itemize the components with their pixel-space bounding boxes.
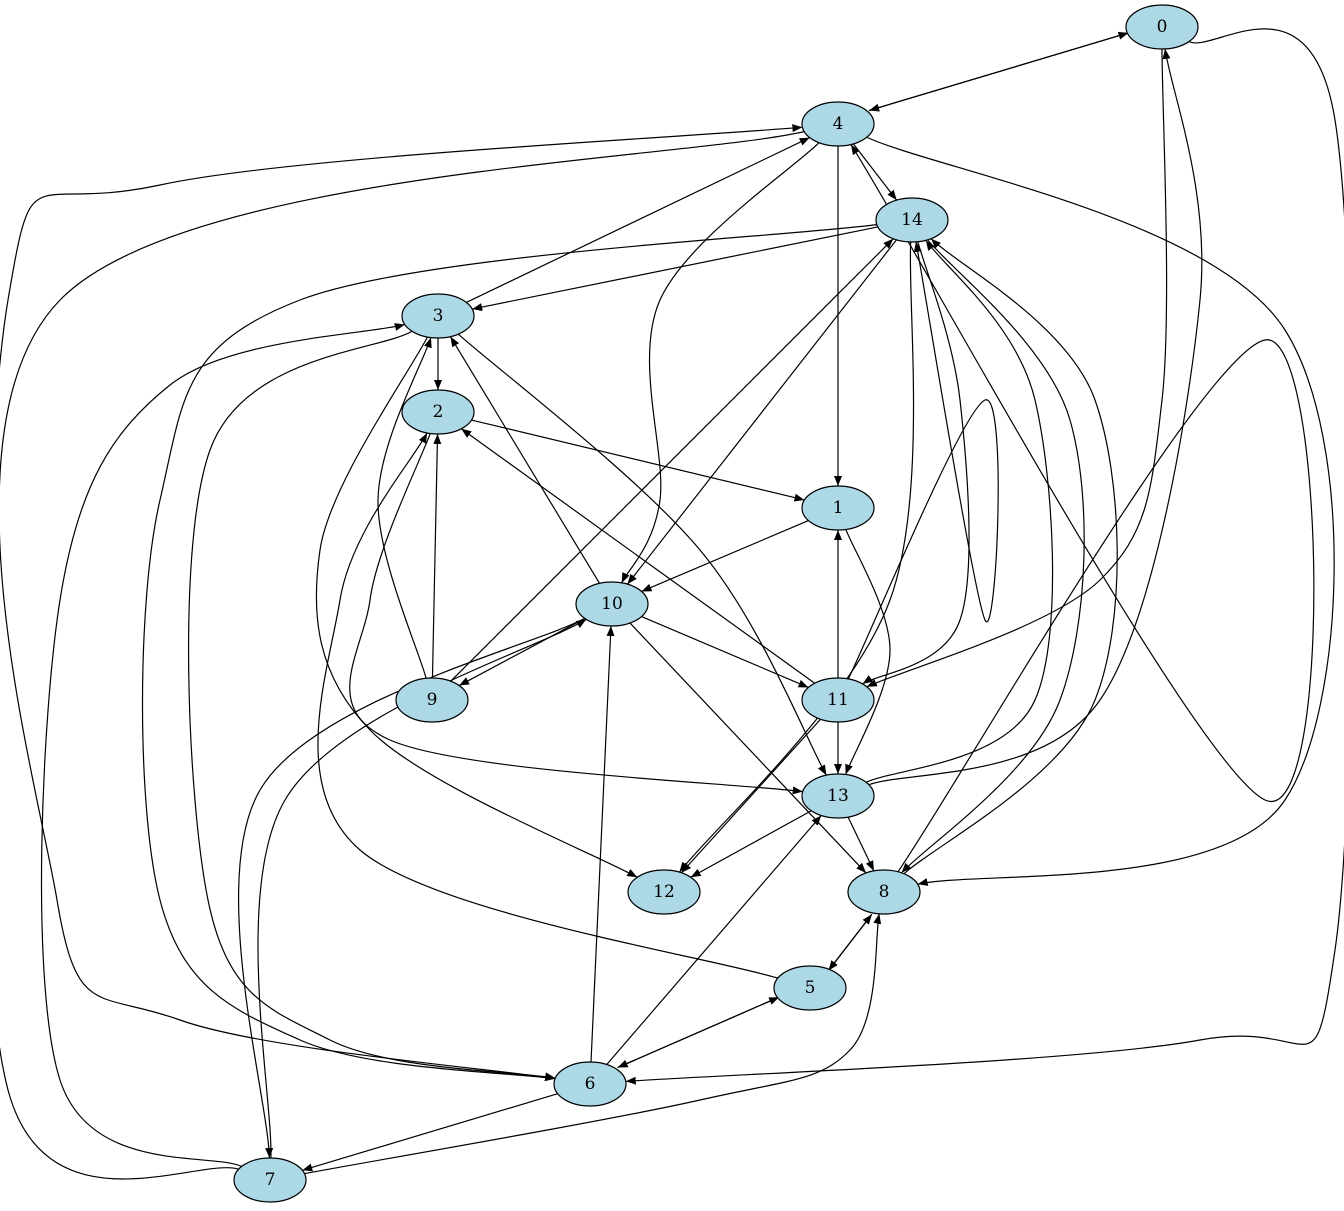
node-13: 13 (801, 773, 875, 819)
node-label: 9 (427, 690, 438, 710)
node-label: 3 (433, 306, 444, 326)
node-14: 14 (875, 197, 949, 243)
node-label: 10 (601, 594, 623, 614)
edge-9-to-3 (377, 337, 432, 679)
node-label: 2 (433, 402, 444, 422)
edge-9-to-2 (431, 433, 442, 679)
edge-7-to-10 (257, 618, 587, 1159)
edge-13-to-0 (868, 48, 1203, 786)
edge-13-to-12 (690, 810, 812, 878)
edge-4-to-8 (866, 136, 1335, 886)
edge-5-to-2 (317, 432, 778, 979)
node-label: 7 (265, 1170, 276, 1190)
edge-3-to-6 (187, 330, 556, 1081)
node-ellipse (773, 965, 847, 1011)
edge-5-to-8 (828, 913, 873, 971)
edge-4-to-0 (869, 31, 1129, 112)
node-label: 14 (901, 210, 923, 230)
node-11: 11 (801, 677, 875, 723)
edge-8-to-14 (903, 238, 1118, 875)
edge-10-to-3 (449, 336, 601, 584)
node-7: 7 (233, 1157, 307, 1203)
edge-2-to-1 (471, 419, 805, 502)
edge-3-to-4 (466, 137, 810, 303)
node-1: 1 (801, 485, 875, 531)
edge-8-to-4 (850, 144, 1315, 873)
edge-14-to-11 (862, 241, 970, 685)
node-ellipse (801, 485, 875, 531)
node-ellipse (233, 1157, 307, 1203)
edge-7-to-3 (40, 323, 405, 1168)
node-label: 1 (833, 498, 844, 518)
node-ellipse (575, 581, 649, 627)
node-ellipse (801, 101, 875, 147)
node-label: 12 (653, 882, 675, 902)
node-ellipse (847, 869, 921, 915)
node-label: 8 (879, 882, 890, 902)
node-9: 9 (395, 677, 469, 723)
edge-13-to-8 (847, 816, 875, 872)
edge-14-to-8 (901, 239, 1085, 874)
edge-10-to-9 (458, 617, 586, 687)
edge-1-to-10 (641, 520, 809, 592)
edge-3-to-12 (315, 336, 638, 878)
edge-2-to-13 (349, 433, 803, 795)
edge-7-to-4 (0, 124, 803, 1180)
node-10: 10 (575, 581, 649, 627)
edge-14-to-3 (472, 226, 878, 312)
node-ellipse (401, 293, 475, 339)
node-ellipse (395, 677, 469, 723)
edge-10-to-8 (629, 622, 867, 874)
node-ellipse (627, 869, 701, 915)
edge-6-to-13 (606, 815, 822, 1065)
node-6: 6 (553, 1061, 627, 1107)
node-0: 0 (1125, 4, 1199, 50)
node-label: 6 (585, 1074, 596, 1094)
node-ellipse (801, 773, 875, 819)
edge-4-to-14 (852, 143, 898, 201)
edge-0-to-6 (625, 28, 1344, 1085)
node-ellipse (1125, 4, 1199, 50)
edge-14-to-6 (141, 224, 877, 1082)
node-ellipse (875, 197, 949, 243)
edge-3-to-13 (457, 333, 827, 776)
edge-14-to-10 (627, 239, 897, 585)
edge-14-to-12 (678, 241, 915, 873)
edge-13-to-14 (865, 239, 1054, 783)
edges-layer (0, 28, 1344, 1180)
edge-4-to-6 (0, 131, 805, 1081)
edge-11-to-12 (680, 718, 822, 874)
edge-10-to-7 (237, 617, 586, 1159)
edge-4-to-10 (621, 142, 820, 584)
edge-0-to-11 (866, 48, 1168, 688)
node-label: 4 (833, 114, 844, 134)
node-ellipse (401, 389, 475, 435)
node-12: 12 (627, 869, 701, 915)
edge-9-to-14 (450, 238, 894, 682)
edge-10-to-11 (641, 616, 809, 688)
node-label: 13 (827, 786, 849, 806)
node-ellipse (801, 677, 875, 723)
edge-11-to-2 (460, 428, 816, 684)
edge-6-to-10 (590, 625, 615, 1063)
edge-11-to-14 (847, 241, 999, 680)
node-4: 4 (801, 101, 875, 147)
node-label: 5 (805, 978, 816, 998)
node-8: 8 (847, 869, 921, 915)
edge-6-to-7 (302, 1093, 558, 1172)
edge-1-to-13 (845, 529, 891, 775)
node-2: 2 (401, 389, 475, 435)
edge-6-to-5 (617, 996, 780, 1069)
node-3: 3 (401, 293, 475, 339)
edge-7-to-8 (304, 913, 882, 1175)
node-ellipse (553, 1061, 627, 1107)
node-label: 11 (827, 690, 849, 710)
node-label: 0 (1157, 17, 1168, 37)
node-5: 5 (773, 965, 847, 1011)
